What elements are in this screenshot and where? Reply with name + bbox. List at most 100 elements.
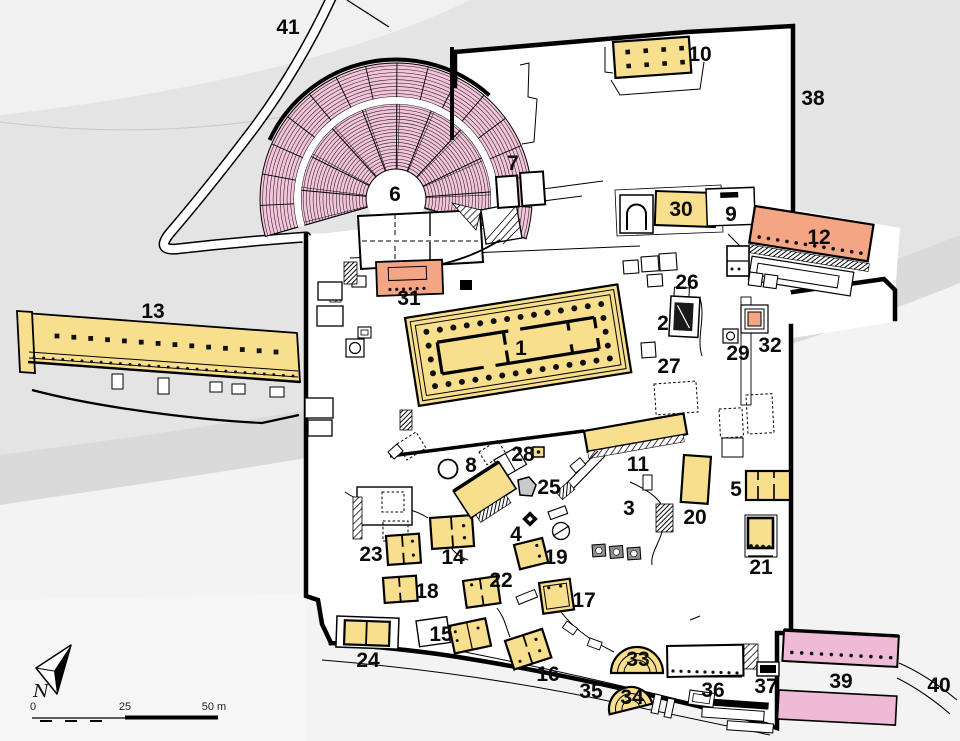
exedra-34 <box>607 685 654 716</box>
monument-32 <box>740 304 769 334</box>
building-36 <box>665 643 745 679</box>
terrain-band-top <box>0 0 470 115</box>
label-14: 14 <box>441 546 465 569</box>
label-10: 10 <box>688 43 711 66</box>
building-18 <box>381 574 419 605</box>
north-arrow: N <box>32 644 72 702</box>
label-30: 30 <box>669 198 692 221</box>
road-41 <box>160 0 335 254</box>
label-29: 29 <box>726 342 749 365</box>
terrace-wall <box>389 429 585 458</box>
labels: 41 10 38 6 7 30 9 12 31 13 26 2 29 32 27… <box>141 16 950 709</box>
building-16 <box>503 627 553 671</box>
label-7: 7 <box>507 152 519 175</box>
area-3-features <box>642 474 674 533</box>
building-26 <box>622 252 678 288</box>
stoa-terrace-wall <box>31 388 300 425</box>
label-16: 16 <box>536 663 559 686</box>
label-15: 15 <box>429 623 453 646</box>
label-12: 12 <box>807 226 830 249</box>
building-1-temple <box>403 283 633 408</box>
label-1: 1 <box>515 337 527 360</box>
north-label: N <box>32 681 50 702</box>
monument-base <box>515 588 539 606</box>
exedra-33 <box>609 645 665 675</box>
monument-8-circle <box>437 458 459 480</box>
label-3: 3 <box>623 497 635 520</box>
label-24: 24 <box>356 649 380 672</box>
label-13: 13 <box>141 300 164 323</box>
path-40 <box>896 662 958 715</box>
building-22 <box>461 575 502 609</box>
north-arrow-fill <box>54 645 71 694</box>
building-5 <box>718 393 792 502</box>
terrain-band-mid <box>0 235 960 507</box>
label-19: 19 <box>544 546 567 569</box>
label-35: 35 <box>579 680 603 703</box>
building-31 <box>375 258 445 297</box>
label-8: 8 <box>465 454 477 477</box>
building-14 <box>428 513 476 551</box>
theater <box>259 57 533 240</box>
building-10 <box>611 35 693 80</box>
monument-2 <box>668 286 701 339</box>
monuments-27-29-32 <box>640 296 769 416</box>
label-20: 20 <box>683 506 706 529</box>
west-structures <box>304 281 427 542</box>
building-30-cluster <box>614 184 757 237</box>
building-12-group <box>726 204 875 297</box>
label-40: 40 <box>927 674 950 697</box>
south-buildings <box>650 689 774 734</box>
label-31: 31 <box>397 287 421 310</box>
building-21 <box>744 514 778 558</box>
building-37 <box>743 643 780 677</box>
label-18: 18 <box>415 580 439 603</box>
building-9 <box>705 186 757 227</box>
label-33: 33 <box>626 648 649 671</box>
building-15 <box>415 615 493 655</box>
building-24 <box>335 615 400 650</box>
monument-29 <box>722 328 739 344</box>
label-32: 32 <box>758 334 781 357</box>
building-7 <box>494 170 547 209</box>
label-5: 5 <box>730 478 742 501</box>
building-23 <box>384 532 423 567</box>
label-26: 26 <box>675 271 698 294</box>
scale-50: 50 m <box>202 701 226 713</box>
label-36: 36 <box>701 679 724 702</box>
label-28: 28 <box>511 443 535 466</box>
label-27: 27 <box>657 355 680 378</box>
label-4: 4 <box>510 523 522 546</box>
building-19 <box>512 536 550 571</box>
building-next-12 <box>726 245 779 290</box>
path-line <box>346 0 390 28</box>
label-34: 34 <box>620 686 644 709</box>
building-17 <box>537 577 576 615</box>
label-25: 25 <box>537 476 561 499</box>
building-39 <box>776 628 900 726</box>
ramp-strip <box>740 296 752 406</box>
arch-icon <box>626 203 647 230</box>
scale-0: 0 <box>30 701 36 713</box>
arch-building <box>619 194 654 234</box>
building-4-hall <box>452 460 518 523</box>
monument-25 <box>517 476 537 497</box>
scale-bar: 0 25 50 m <box>30 701 226 722</box>
label-2: 2 <box>657 312 669 335</box>
label-38: 38 <box>801 87 825 110</box>
stoa-buttresses <box>111 373 285 398</box>
label-37: 37 <box>754 675 777 698</box>
label-9: 9 <box>725 203 737 226</box>
building-11-group <box>551 412 689 541</box>
label-39: 39 <box>829 670 852 693</box>
label-11: 11 <box>627 453 650 476</box>
label-23: 23 <box>359 543 382 566</box>
label-41: 41 <box>276 16 300 39</box>
label-22: 22 <box>489 569 512 592</box>
label-6: 6 <box>389 183 401 206</box>
label-21: 21 <box>749 556 773 579</box>
building-13-stoa <box>16 310 301 384</box>
stepped-path <box>561 620 603 651</box>
terrain-band-corner <box>0 594 306 741</box>
